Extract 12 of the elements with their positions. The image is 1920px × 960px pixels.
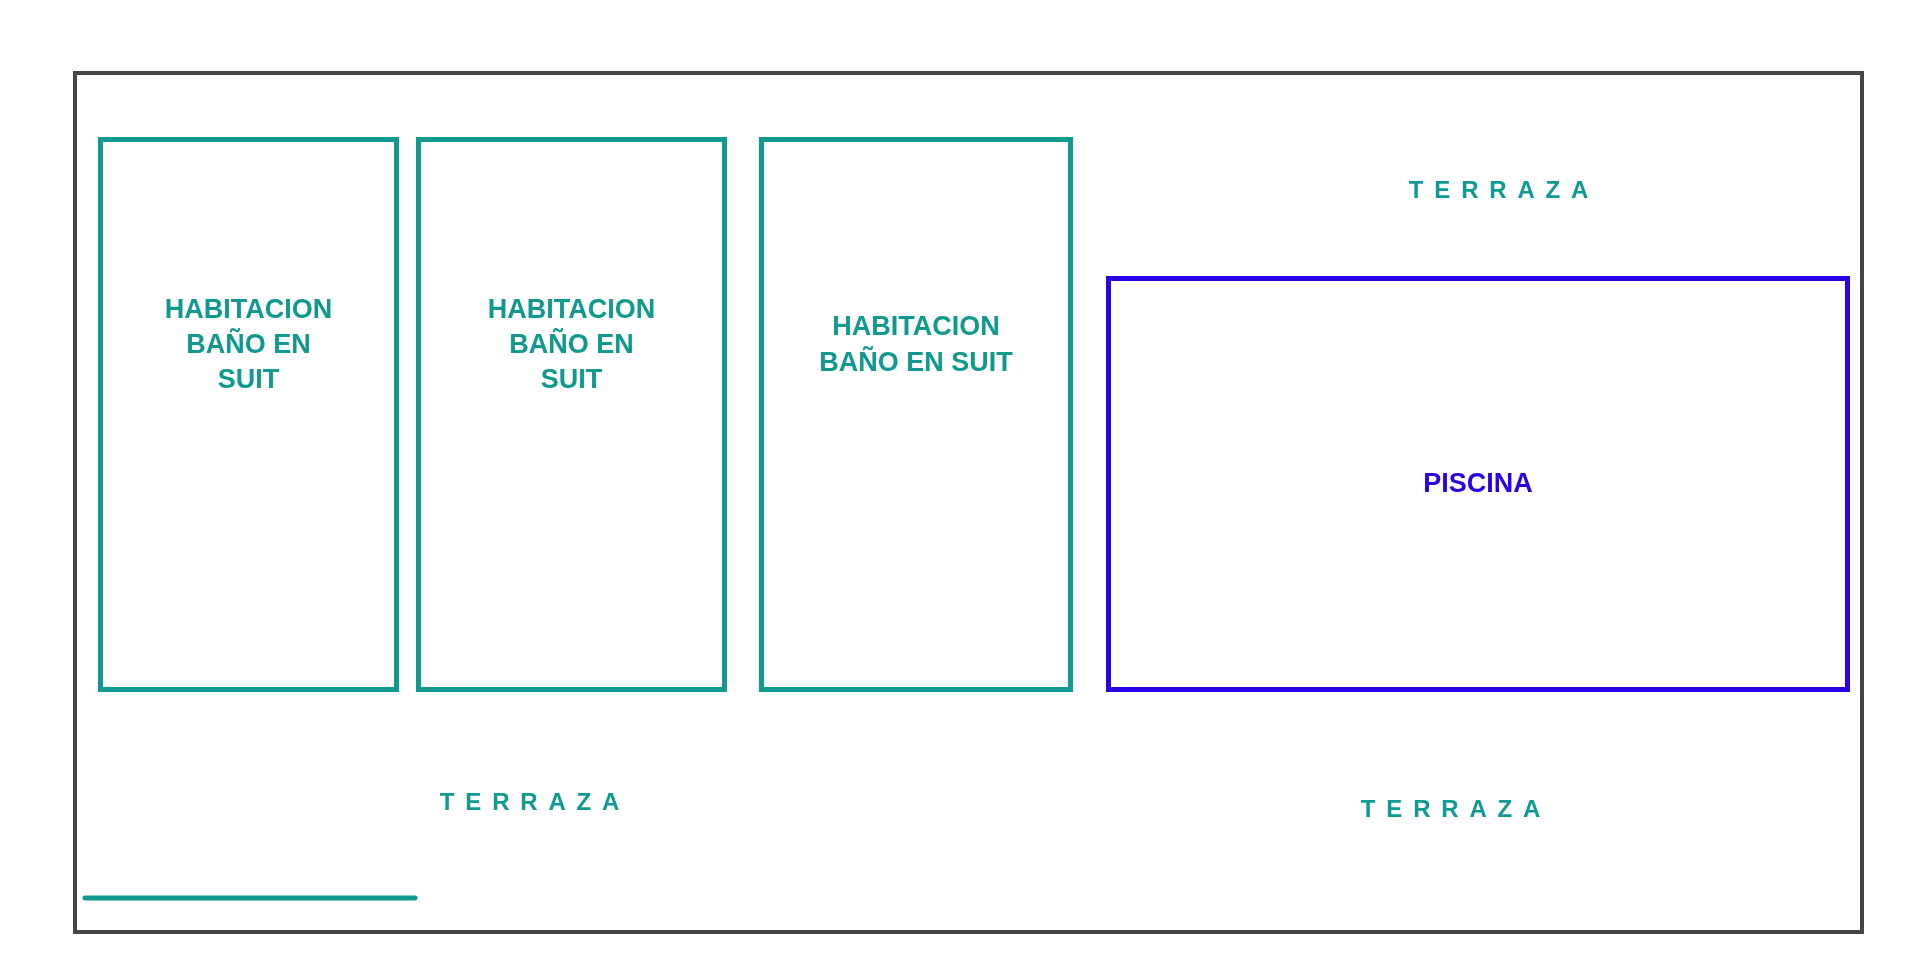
area-label: TERRAZA	[439, 788, 631, 816]
room-box	[416, 137, 727, 692]
site-outline	[73, 71, 1864, 934]
area-label: TERRAZA	[1360, 795, 1552, 823]
room-box	[759, 137, 1073, 692]
room-label: HABITACION BAÑO EN SUIT	[818, 310, 1014, 379]
room-label: PISCINA	[1422, 467, 1534, 501]
room-label: HABITACION BAÑO EN SUIT	[163, 292, 334, 397]
pool-box	[1106, 276, 1850, 692]
room-label: HABITACION BAÑO EN SUIT	[486, 292, 657, 397]
area-label: TERRAZA	[1408, 176, 1600, 204]
room-box	[98, 137, 399, 692]
